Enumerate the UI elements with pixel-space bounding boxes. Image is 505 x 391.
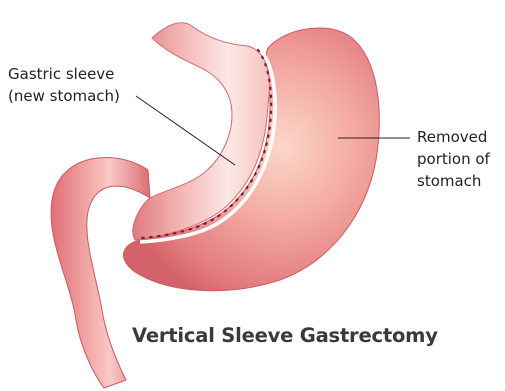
removed-label-line2: portion of (417, 150, 490, 168)
duodenum (51, 158, 150, 388)
removed-label-line1: Removed (417, 128, 487, 146)
removed-portion-label: Removed portion of stomach (417, 126, 505, 192)
removed-label-line3: stomach (417, 172, 481, 190)
diagram-title: Vertical Sleeve Gastrectomy (132, 324, 492, 347)
gastric-sleeve-label-line1: Gastric sleeve (8, 65, 114, 83)
gastric-sleeve-label: Gastric sleeve (new stomach) (8, 63, 168, 107)
gastric-sleeve-label-line2: (new stomach) (8, 87, 120, 105)
